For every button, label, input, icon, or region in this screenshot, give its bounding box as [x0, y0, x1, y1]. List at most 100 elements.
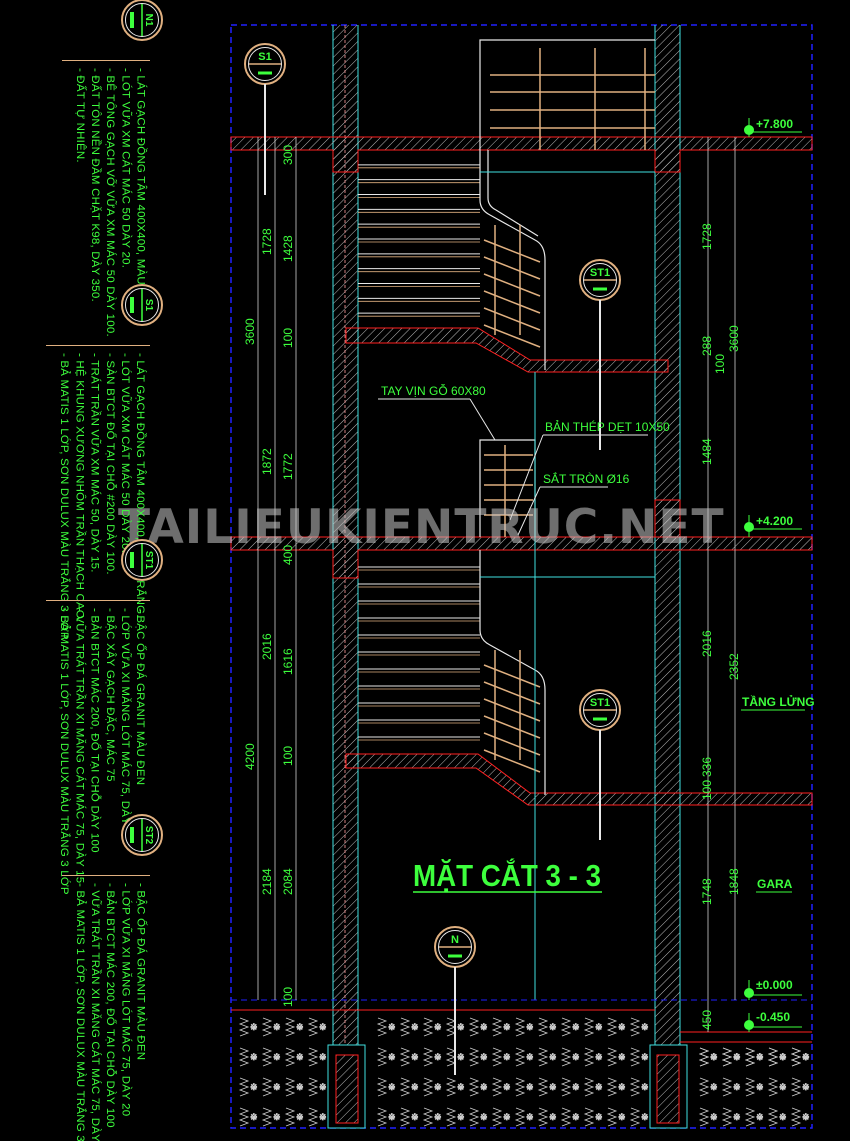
svg-text:※: ※ — [710, 1053, 718, 1063]
rail-bar — [483, 239, 541, 263]
dim-right-inner-1: 1728 — [700, 223, 714, 250]
rail-bar — [483, 256, 541, 280]
floor-slab-7800 — [230, 136, 813, 173]
rail-bar — [483, 681, 541, 705]
note-line: - LÓT VỮA XM CÁT MÁC 50 DÀY 20. — [119, 353, 131, 554]
svg-text:※: ※ — [641, 1113, 649, 1123]
svg-text:※: ※ — [802, 1083, 810, 1093]
svg-text:S1: S1 — [143, 299, 154, 312]
balusters — [483, 48, 655, 773]
svg-text:※: ※ — [250, 1113, 258, 1123]
svg-text:※: ※ — [802, 1113, 810, 1123]
note-line: - BẢ MATIS 1 LỚP, SƠN DULUX MÀU TRẮNG 3 … — [58, 353, 70, 640]
svg-text:※: ※ — [779, 1053, 787, 1063]
svg-text:※: ※ — [503, 1023, 511, 1033]
svg-text:※: ※ — [273, 1083, 281, 1093]
tag-n: N — [434, 926, 476, 1075]
note-line: - TRÁT TRẦN VỮA XM MÁC 50, DÀY 15. — [88, 353, 101, 573]
svg-text:※: ※ — [779, 1083, 787, 1093]
label-handrail: TAY VỊN GỖ 60X80 — [381, 383, 486, 398]
note-block-s1: - LÁT GẠCH ĐỒNG TÂM 400X400, MÀU TRẮNG.-… — [56, 353, 147, 640]
dim-right-inner-2: 288 — [700, 336, 714, 356]
dim-left-inner-9: 100 — [281, 987, 295, 1007]
svg-text:※: ※ — [480, 1053, 488, 1063]
note-line: - BẬC XÂY GẠCH ĐẶC, MÁC 75 — [103, 608, 116, 782]
svg-text:※: ※ — [572, 1113, 580, 1123]
dim-right-outer-1: 3600 — [727, 325, 741, 352]
svg-text:※: ※ — [411, 1083, 419, 1093]
rail-bar — [483, 324, 541, 348]
svg-text:N1: N1 — [143, 14, 154, 27]
svg-text:※: ※ — [434, 1023, 442, 1033]
svg-text:ST1: ST1 — [590, 267, 610, 279]
note-line: - VỮA TRÁT TRẦN XI MĂNG CÁT MÁC 75, DÀY … — [73, 608, 85, 884]
svg-text:※: ※ — [411, 1113, 419, 1123]
svg-text:※: ※ — [779, 1113, 787, 1123]
svg-text:※: ※ — [733, 1053, 741, 1063]
svg-text:※: ※ — [595, 1113, 603, 1123]
note-leader — [62, 60, 150, 61]
note-block-n1: - LÁT GẠCH ĐỒNG TÂM 400X400, MÀU VÀNG.- … — [72, 68, 148, 337]
svg-text:※: ※ — [756, 1053, 764, 1063]
dim-right-outer-5: 1848 — [727, 868, 741, 895]
rail-bar — [483, 732, 541, 756]
svg-text:※: ※ — [388, 1083, 396, 1093]
dim-right-outer-4: 100 — [700, 780, 714, 800]
dim-left-inner-1: 300 — [281, 145, 295, 165]
room-garage: GARA — [757, 877, 793, 891]
dim-left-inner-6: 1616 — [281, 648, 295, 675]
note-line: - ĐẤT TỰ NHIÊN. — [73, 68, 86, 163]
label-round-bar: SẮT TRÒN Ø16 — [543, 471, 630, 486]
svg-text:※: ※ — [526, 1053, 534, 1063]
svg-text:ST1: ST1 — [590, 697, 610, 709]
svg-text:※: ※ — [319, 1023, 327, 1033]
svg-text:※: ※ — [296, 1023, 304, 1033]
note-tag-n1: N1 — [121, 0, 163, 41]
floor-slab-4200 — [230, 499, 813, 579]
note-line: - BẢ MATIS 1 LỚP, SƠN DULUX MÀU TRẮNG 3 … — [73, 883, 86, 1141]
svg-text:※: ※ — [503, 1113, 511, 1123]
svg-text:※: ※ — [388, 1053, 396, 1063]
svg-text:※: ※ — [526, 1113, 534, 1123]
svg-text:※: ※ — [572, 1083, 580, 1093]
rail-bar — [483, 290, 541, 314]
dim-right-inner-6: 1748 — [700, 878, 714, 905]
svg-text:※: ※ — [710, 1113, 718, 1123]
svg-text:※: ※ — [618, 1023, 626, 1033]
level-0000: ±0.000 — [744, 978, 802, 1000]
note-line: - BẢN BTCT MÁC 200, ĐỔ TẠI CHỖ DÀY 100 — [88, 608, 101, 853]
rail-bar — [483, 698, 541, 722]
dims-left: 3600 4200 1728 1872 2016 2184 300 1428 1… — [243, 145, 295, 1007]
svg-text:※: ※ — [457, 1083, 465, 1093]
level-4200: +4.200 — [744, 514, 802, 537]
svg-text:N: N — [451, 934, 459, 946]
note-line: - BẬC ỐP ĐÁ GRANIT MÀU ĐEN — [134, 883, 147, 1061]
svg-text:※: ※ — [273, 1053, 281, 1063]
note-line: - HỆ KHUNG XƯƠNG NHÔM TRẦN THẠCH CAO. — [73, 353, 85, 623]
svg-text:※: ※ — [549, 1053, 557, 1063]
svg-text:※: ※ — [595, 1053, 603, 1063]
note-line: - SÀN BTCT ĐỔ TẠI CHỖ #200 DÀY 100. — [103, 353, 116, 575]
note-tag-s1: S1 — [121, 284, 163, 326]
svg-text:※: ※ — [296, 1113, 304, 1123]
guide-lines — [231, 171, 812, 1001]
dims-right: 1728 288 1484 2016 336 1748 450 3600 100… — [700, 223, 741, 1030]
svg-text:※: ※ — [802, 1053, 810, 1063]
svg-text:※: ※ — [503, 1053, 511, 1063]
dim-left-inner-2: 1428 — [281, 235, 295, 262]
right-wall — [654, 25, 681, 1128]
level-markers: +7.800 +4.200 ±0.000 -0.450 — [744, 117, 802, 1032]
svg-text:※: ※ — [618, 1113, 626, 1123]
svg-text:※: ※ — [756, 1113, 764, 1123]
svg-text:※: ※ — [572, 1023, 580, 1033]
svg-text:※: ※ — [480, 1113, 488, 1123]
label-flat-steel: BẢN THÉP DẸT 10X50 — [545, 419, 670, 434]
svg-text:※: ※ — [618, 1083, 626, 1093]
svg-text:※: ※ — [457, 1113, 465, 1123]
svg-text:※: ※ — [319, 1083, 327, 1093]
rail-bar — [483, 664, 541, 688]
svg-text:※: ※ — [618, 1053, 626, 1063]
handrail-upper — [479, 39, 655, 370]
svg-text:※: ※ — [526, 1083, 534, 1093]
